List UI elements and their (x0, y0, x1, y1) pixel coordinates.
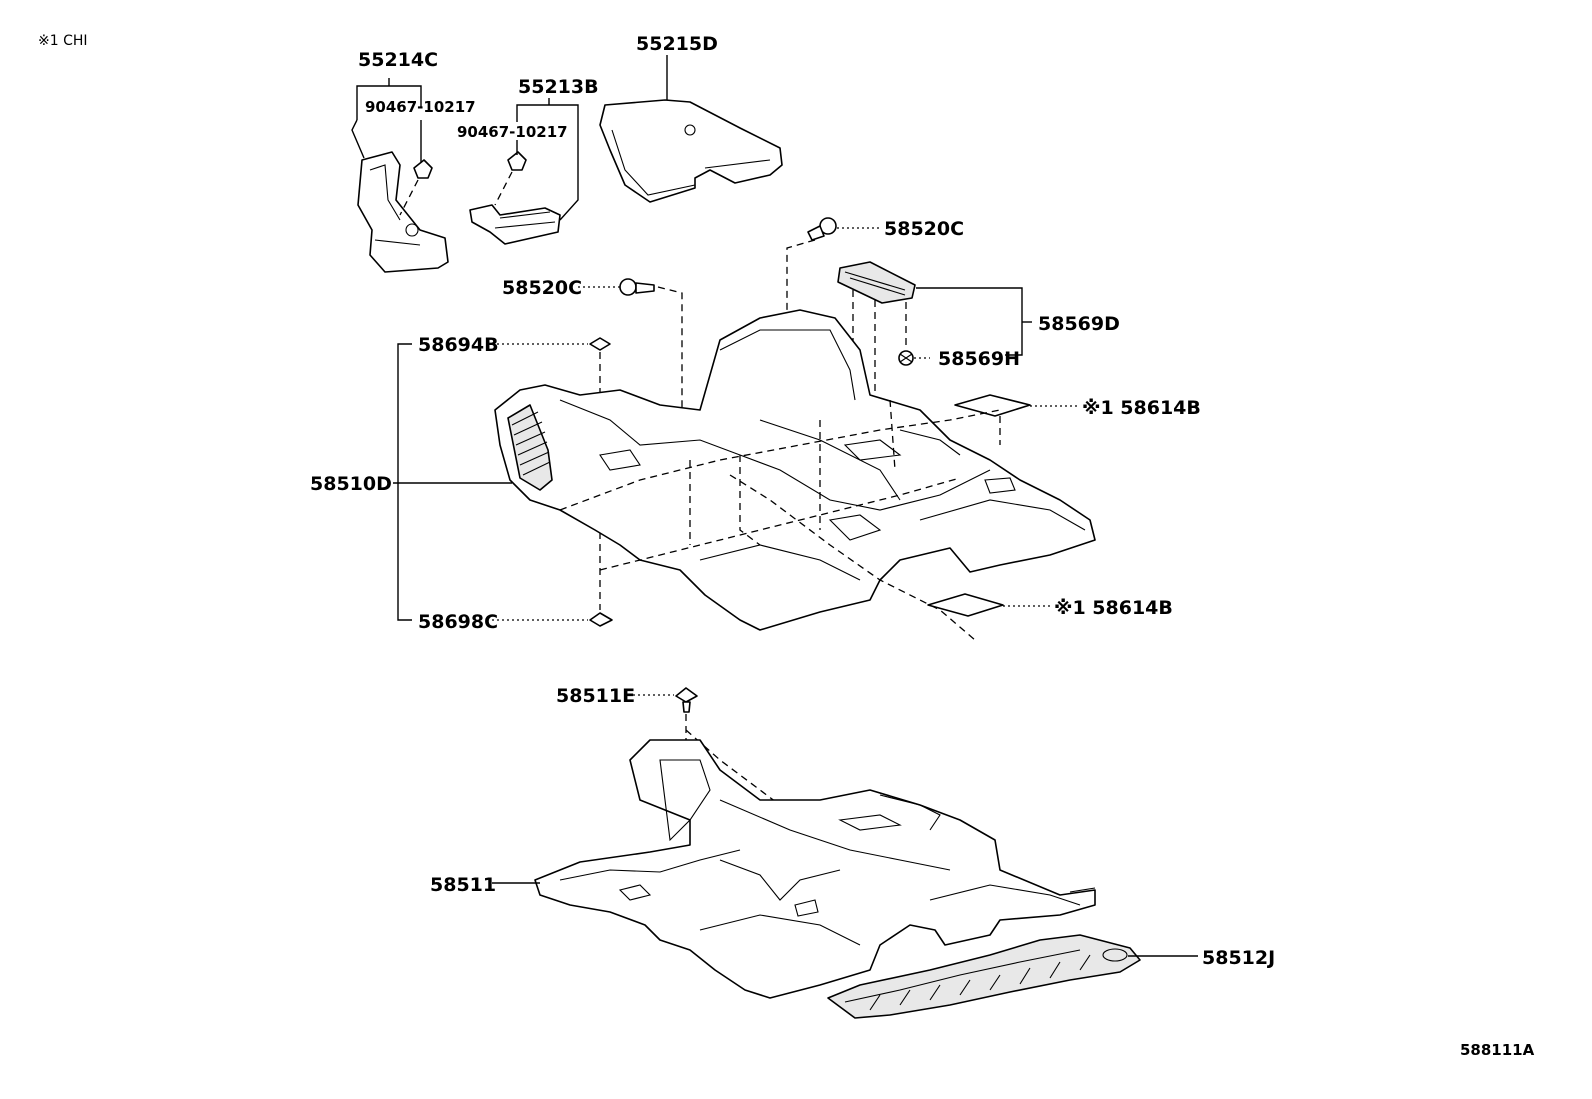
clip-58520c-top[interactable] (807, 217, 837, 241)
part-58614b-top-pad[interactable] (954, 394, 1031, 417)
part-58510d-floor-carpet[interactable] (494, 309, 1096, 631)
part-58512j-rear-silencer[interactable] (827, 934, 1141, 1019)
fastener-58694b[interactable] (589, 337, 611, 351)
label-58520c-top: 58520C (884, 218, 964, 240)
label-90467-10217-a: 90467-10217 (365, 98, 476, 116)
part-55213b-cover[interactable] (469, 204, 561, 245)
label-55213b: 55213B (518, 76, 599, 98)
footnote-legend: ※1 CHI (38, 33, 88, 49)
diagram-reference-number: 588111A (1460, 1041, 1535, 1059)
clip-58569h[interactable] (898, 350, 914, 366)
label-58569d: 58569D (1038, 313, 1120, 335)
label-55215d: 55215D (636, 33, 718, 55)
label-58614b-top: ※1 58614B (1082, 397, 1201, 419)
part-58511-floor-silencer[interactable] (534, 739, 1096, 999)
clip-58511e[interactable] (675, 687, 698, 713)
part-58614b-bottom-pad[interactable] (927, 593, 1004, 617)
label-55214c: 55214C (358, 49, 438, 71)
label-58511: 58511 (430, 874, 496, 896)
label-58698c: 58698C (418, 611, 498, 633)
clip-58520c-left[interactable] (619, 278, 655, 296)
part-55215d-cover[interactable] (599, 99, 783, 203)
clip-90467-a[interactable] (413, 159, 433, 179)
label-58614b-bottom: ※1 58614B (1054, 597, 1173, 619)
label-58511e: 58511E (556, 685, 635, 707)
label-58520c-left: 58520C (502, 277, 582, 299)
part-55214c-cover[interactable] (357, 151, 449, 273)
label-58694b: 58694B (418, 334, 499, 356)
part-58569d-step[interactable] (837, 261, 916, 304)
fastener-58698c[interactable] (589, 612, 613, 627)
label-58510d: 58510D (310, 473, 392, 495)
label-90467-10217-b: 90467-10217 (457, 123, 568, 141)
label-58569h: 58569H (938, 348, 1020, 370)
label-58512j: 58512J (1202, 947, 1275, 969)
